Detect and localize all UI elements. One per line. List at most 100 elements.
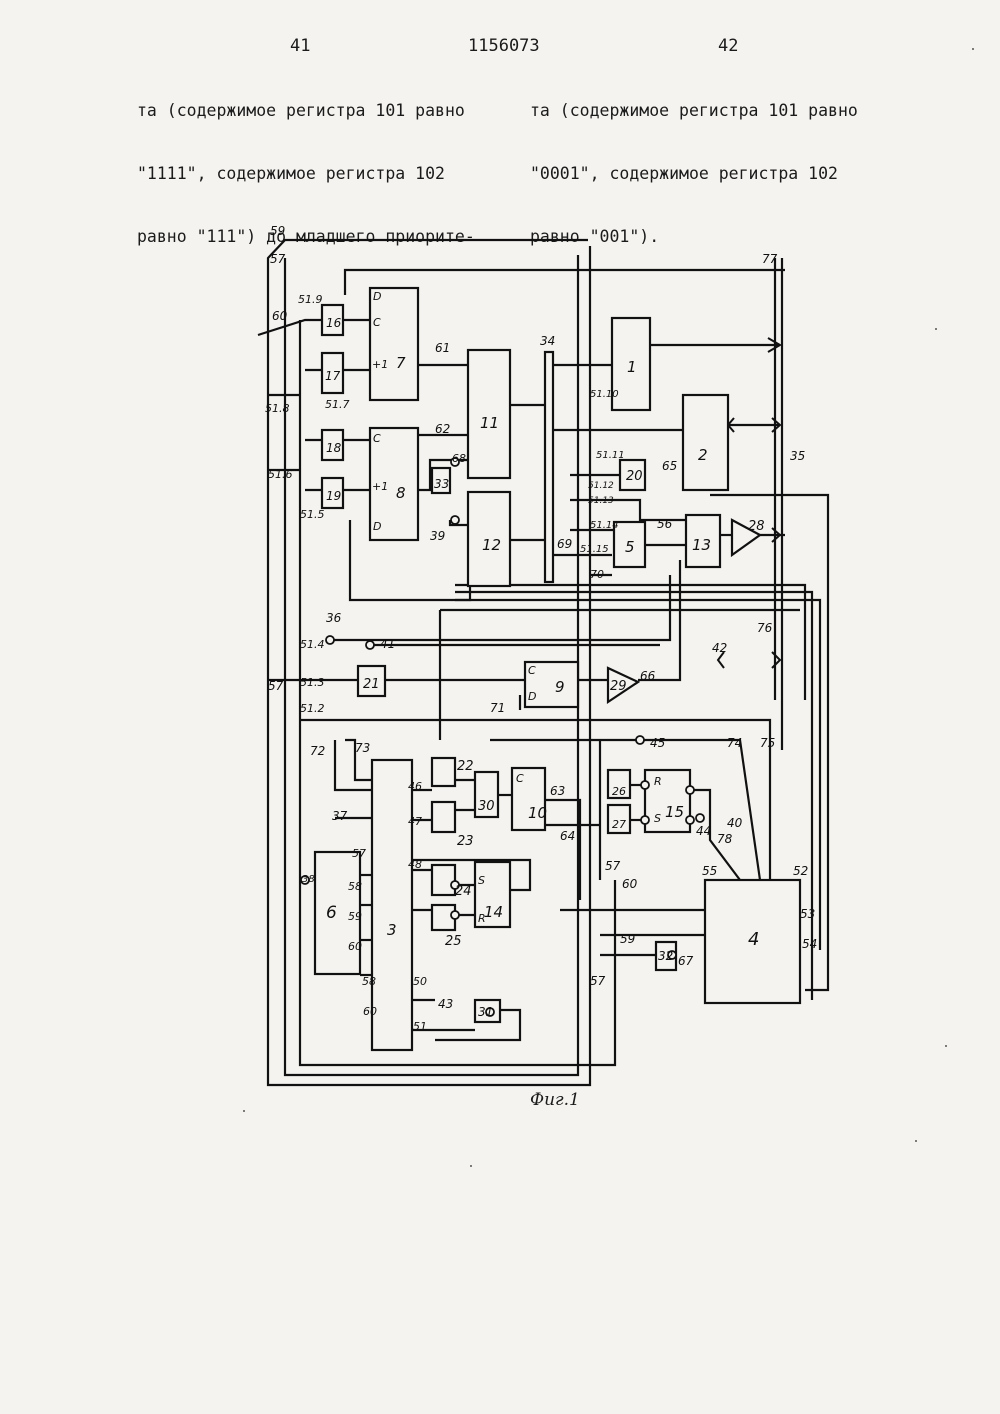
- pin-label: S: [654, 812, 661, 825]
- line-label: 57: [268, 679, 284, 693]
- block-label: 18: [326, 441, 342, 455]
- line-label: 51.7: [325, 398, 350, 411]
- block-label: 9: [555, 678, 565, 696]
- line-label: 51.5: [300, 508, 325, 521]
- line-label: 59: [348, 910, 362, 923]
- line-label: 75: [760, 736, 775, 750]
- block-label: 22: [457, 759, 474, 774]
- figure-caption: Фиг.1: [530, 1090, 580, 1110]
- line-label: 70: [590, 568, 604, 581]
- block-label: 8: [396, 484, 406, 502]
- line-label: 44: [696, 824, 711, 838]
- line-label: 67: [678, 954, 694, 968]
- line-label: 68: [452, 452, 466, 465]
- block-label: 15: [665, 803, 684, 821]
- line-label: 59: [270, 224, 285, 238]
- pin-label: D: [528, 690, 536, 703]
- line-label: 51: [413, 1020, 427, 1033]
- line-label: 72: [310, 744, 325, 758]
- line-label: 51.13: [588, 496, 614, 506]
- line-label: 51.9: [298, 293, 323, 306]
- block-label: 2: [698, 446, 708, 464]
- line-label: 51.14: [590, 520, 619, 531]
- scan-speck: [243, 1110, 245, 1112]
- line-label: 39: [430, 529, 445, 543]
- line-label: 64: [560, 829, 575, 843]
- block-label: 25: [445, 934, 462, 949]
- line-label: 60: [272, 309, 288, 323]
- line-label: 58: [362, 975, 376, 988]
- line-label: 58: [348, 880, 362, 893]
- block-15: [645, 770, 690, 832]
- pin-label: C: [528, 664, 536, 677]
- block-label: 6: [326, 903, 337, 923]
- line-label: 48: [408, 858, 422, 871]
- block-label: 28: [748, 519, 765, 534]
- block-label: 1: [627, 358, 637, 376]
- line-label: 51.8: [265, 402, 290, 415]
- line-label: 37: [332, 809, 348, 823]
- arrow-marks: [718, 338, 780, 668]
- pin-label: +1: [372, 358, 388, 371]
- block-label: 27: [612, 818, 626, 831]
- line-label: 52: [793, 864, 808, 878]
- scan-speck: [972, 48, 974, 50]
- line-label: 60: [363, 1005, 377, 1018]
- line-label: 54: [802, 937, 817, 951]
- pin-label: R: [478, 912, 486, 925]
- line-label: 51.15: [580, 544, 609, 555]
- line-label: 45: [650, 736, 665, 750]
- pin-label: D: [373, 520, 381, 533]
- block-label: 20: [626, 469, 643, 484]
- block-label: 4: [748, 929, 759, 950]
- block-label: 12: [482, 536, 501, 554]
- block-label: 26: [612, 785, 626, 798]
- block-label: 32: [658, 949, 673, 963]
- line-label: 36: [326, 611, 342, 625]
- line-label: 41: [380, 637, 395, 651]
- line-label: 66: [640, 669, 656, 683]
- block-label: 17: [325, 369, 341, 383]
- line-label: 57: [270, 252, 286, 266]
- block-23: [432, 802, 455, 832]
- pin-label: C: [373, 432, 381, 445]
- line-label: 43: [438, 997, 453, 1011]
- line-label: 51.3: [300, 676, 325, 689]
- line-label: 59: [620, 932, 635, 946]
- block-label: 3: [387, 921, 397, 939]
- line-label: 50: [413, 975, 427, 988]
- line-label: 57: [352, 847, 366, 860]
- line-label: 51.10: [590, 389, 619, 400]
- block-label: 11: [480, 414, 499, 432]
- line-label: 40: [727, 816, 743, 830]
- block-label: 23: [457, 834, 474, 849]
- line-label: 34: [540, 334, 555, 348]
- line-label: 55: [702, 864, 717, 878]
- line-label: 77: [762, 252, 778, 266]
- block-label: 7: [396, 354, 406, 372]
- line-label: 47: [408, 815, 422, 828]
- line-label: 42: [712, 641, 727, 655]
- block-label: 24: [455, 884, 472, 899]
- pin-label: D: [373, 290, 381, 303]
- line-label: 61: [435, 341, 450, 355]
- line-label: 57: [590, 974, 606, 988]
- block-label: 13: [692, 536, 711, 554]
- line-label: 62: [435, 422, 450, 436]
- scan-speck: [935, 328, 937, 330]
- pin-label: R: [654, 775, 662, 788]
- block-label: 5: [625, 538, 635, 556]
- block-label: 21: [363, 677, 380, 692]
- block-label: 16: [326, 316, 342, 330]
- line-label: 46: [408, 780, 422, 793]
- block-label: 19: [326, 489, 341, 503]
- block-label: 33: [434, 477, 449, 491]
- block-label: 30: [478, 799, 495, 814]
- block-2: [683, 395, 728, 490]
- block-24: [432, 865, 455, 895]
- line-label: 51.4: [300, 638, 325, 651]
- pin-label: S: [478, 874, 485, 887]
- line-label: 51.12: [588, 481, 614, 491]
- line-label: 38: [302, 874, 315, 885]
